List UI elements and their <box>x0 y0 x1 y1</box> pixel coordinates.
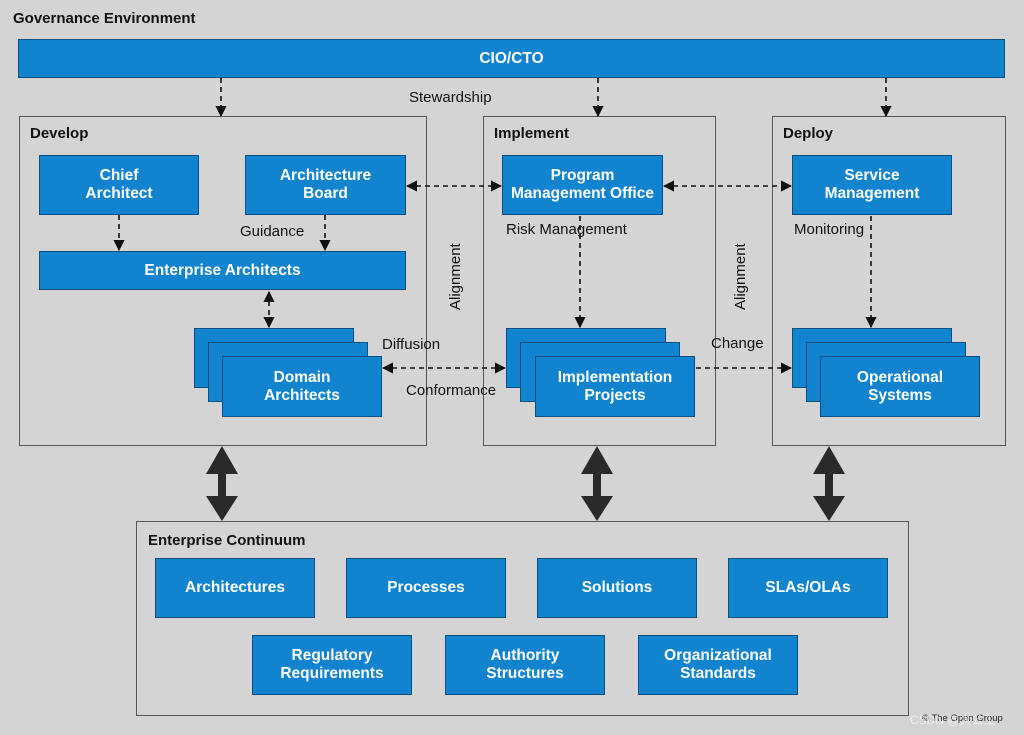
diffusion-label: Diffusion <box>382 336 441 353</box>
continuum-architectures-box: Architectures <box>155 558 315 618</box>
cio-cto-bar: CIO/CTO <box>18 39 1005 78</box>
implementation-projects-box: Implementation Projects <box>535 356 695 417</box>
copyright-text: © The Open Group <box>922 713 1003 724</box>
monitoring-label: Monitoring <box>794 221 865 238</box>
implement-title: Implement <box>494 125 570 142</box>
csdn-watermark: CSDN @大公工 <box>910 713 996 727</box>
alignment-label-implement: Alignment <box>447 243 464 310</box>
conformance-label: Conformance <box>406 382 497 399</box>
continuum-solutions-box: Solutions <box>537 558 697 618</box>
deploy-title: Deploy <box>783 125 834 142</box>
continuum-slas-olas-box: SLAs/OLAs <box>728 558 888 618</box>
alignment-label-deploy: Alignment <box>732 243 749 310</box>
architecture-board-box: Architecture Board <box>245 155 406 215</box>
continuum-processes-box: Processes <box>346 558 506 618</box>
chief-architect-box: Chief Architect <box>39 155 199 215</box>
develop-continuum-double-arrow <box>206 446 238 521</box>
deploy-continuum-double-arrow <box>813 446 845 521</box>
implement-continuum-double-arrow <box>581 446 613 521</box>
continuum-authority-structures-box: Authority Structures <box>445 635 605 695</box>
program-management-office-box: Program Management Office <box>502 155 663 215</box>
enterprise-architects-box: Enterprise Architects <box>39 251 406 290</box>
service-management-box: Service Management <box>792 155 952 215</box>
enterprise-continuum-title: Enterprise Continuum <box>148 532 306 549</box>
develop-title: Develop <box>30 125 89 142</box>
continuum-regulatory-requirements-box: Regulatory Requirements <box>252 635 412 695</box>
domain-architects-box: Domain Architects <box>222 356 382 417</box>
governance-environment-title: Governance Environment <box>13 10 196 27</box>
risk-management-label: Risk Management <box>506 221 627 238</box>
stewardship-label: Stewardship <box>409 89 492 106</box>
guidance-label: Guidance <box>240 223 305 240</box>
operational-systems-box: Operational Systems <box>820 356 980 417</box>
continuum-organizational-standards-box: Organizational Standards <box>638 635 798 695</box>
change-label: Change <box>711 335 764 352</box>
